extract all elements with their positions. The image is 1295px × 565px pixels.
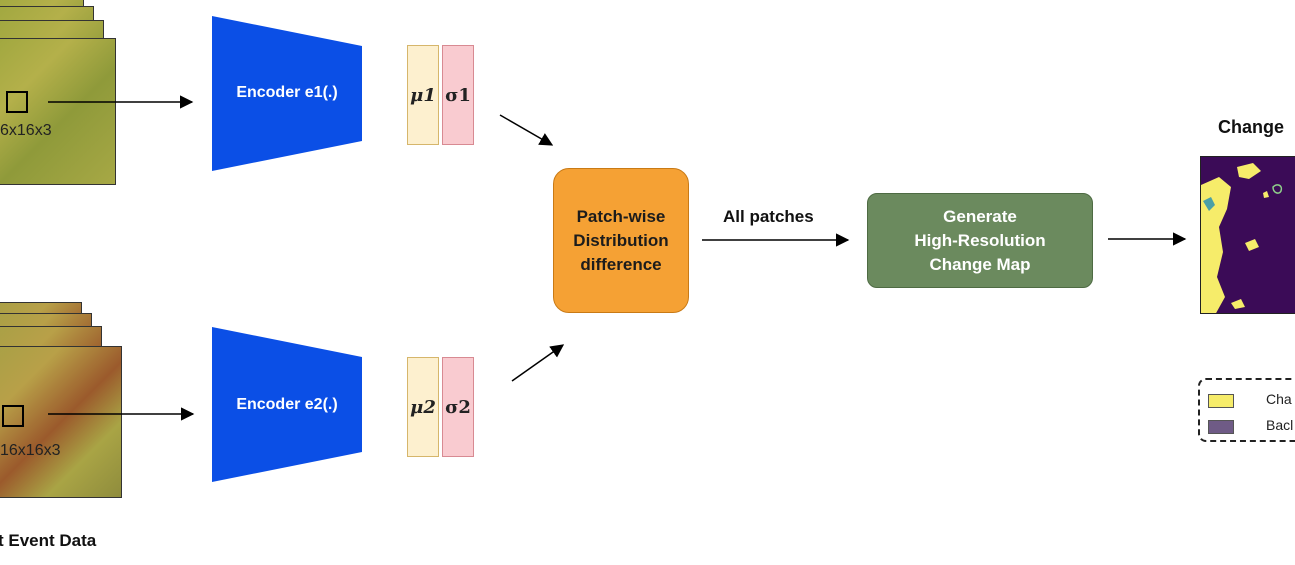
arrow-latent1-to-distribution [499,114,554,146]
change-map-title: Change [1218,117,1285,137]
gen-line-2: High-Resolution [914,230,1046,250]
mu-2-block: μ2 [407,357,439,457]
sigma-2-block: σ2 [442,357,474,457]
legend-swatch-background [1208,420,1234,434]
post-event-caption: t Event Data [0,531,97,550]
dist-line-3: difference [580,254,662,274]
change-map-image [1200,156,1295,314]
encoder-e2-label: Encoder e2(.) [236,396,338,413]
encoder-e1-label: Encoder e1(.) [236,84,338,101]
dist-line-2: Distribution [573,230,669,250]
dist-line-1: Patch-wise [576,206,666,226]
legend-box: Cha Bacl [1198,378,1295,442]
legend-label-background: Bacl [1266,417,1294,433]
sigma-1-block: σ1 [442,45,474,145]
post-patch-box [2,405,24,427]
pre-patch-label: 6x16x3 [0,122,52,139]
legend-swatch-change [1208,394,1234,408]
arrow-latent2-to-distribution [511,344,565,382]
pre-image-front [0,38,116,185]
generate-change-map-box: Generate High-Resolution Change Map [867,193,1093,288]
all-patches-label: All patches [723,207,814,226]
pre-patch-box [6,91,28,113]
post-image-front [0,346,122,498]
post-patch-label: 16x16x3 [0,442,61,459]
patch-distribution-box: Patch-wise Distribution difference [553,168,689,313]
change-map-regions [1201,163,1283,313]
mu-1-block: μ1 [407,45,439,145]
encoder-e1-shape [212,16,362,171]
legend-label-change: Cha [1266,391,1292,407]
gen-line-1: Generate [943,206,1017,226]
encoder-e2-shape [212,327,362,482]
gen-line-3: Change Map [929,254,1031,274]
